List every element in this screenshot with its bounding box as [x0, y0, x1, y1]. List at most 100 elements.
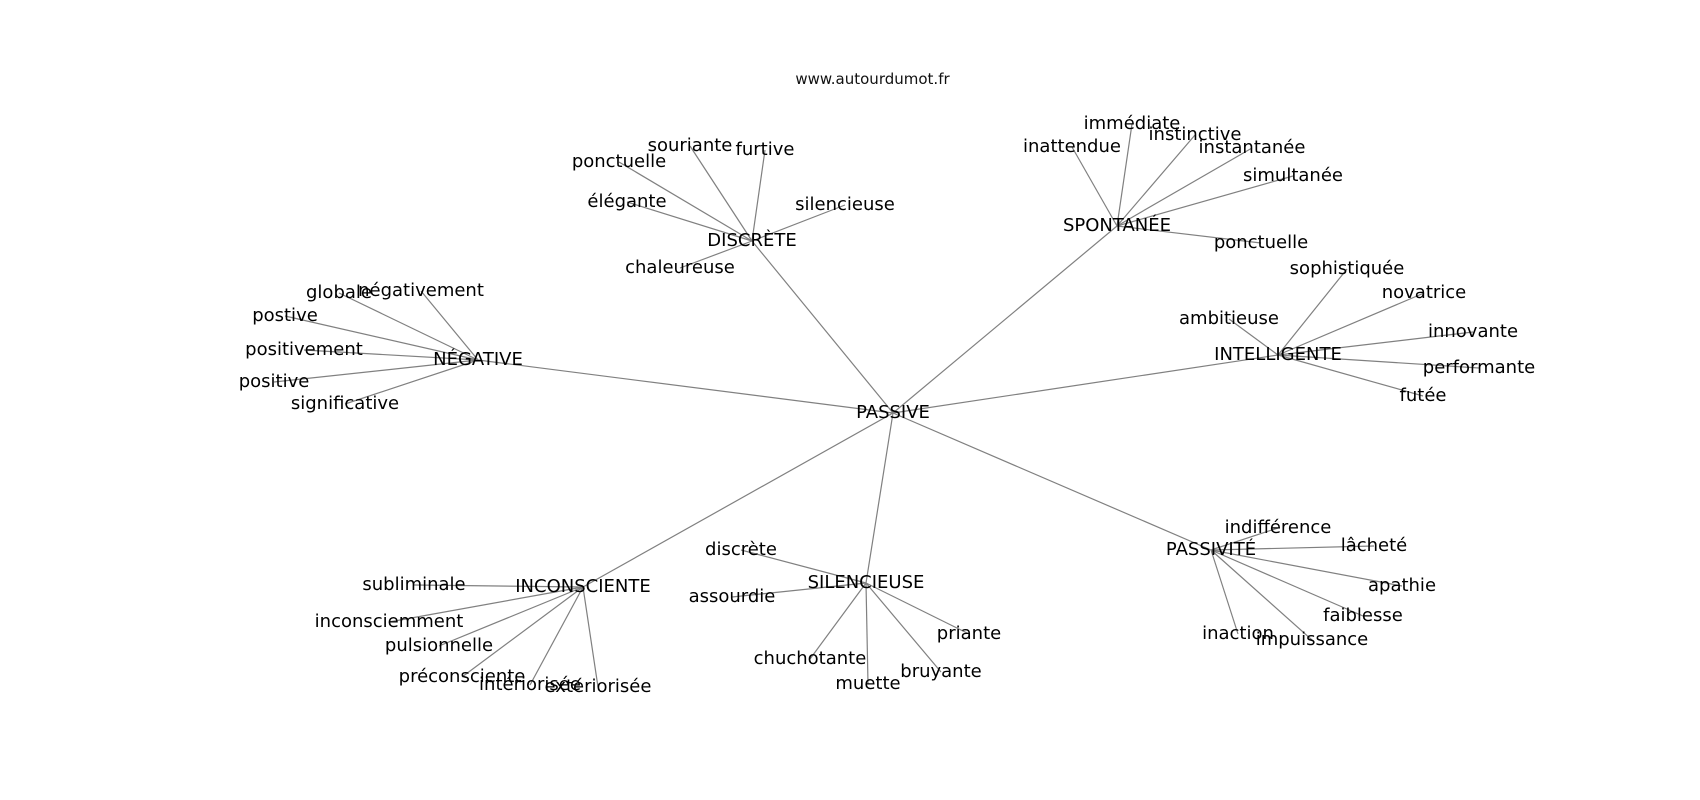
- edge-cluster-to-word: [420, 290, 479, 361]
- edge-cluster-to-word: [1210, 549, 1239, 635]
- word-node-label: subliminale: [362, 574, 465, 595]
- edge-center-to-cluster: [582, 412, 894, 588]
- word-node-label: significative: [291, 393, 399, 414]
- word-node-label: novatrice: [1382, 282, 1467, 303]
- edge-cluster-to-word: [1071, 146, 1118, 227]
- edge-center-to-cluster: [892, 354, 1279, 414]
- edge-cluster-to-word: [1116, 123, 1133, 227]
- edge-cluster-to-word: [344, 359, 479, 405]
- edge-cluster-to-word: [1210, 527, 1279, 551]
- edge-center-to-cluster: [477, 359, 894, 414]
- word-node-label: postive: [252, 305, 318, 326]
- edge-cluster-to-word: [751, 149, 766, 242]
- word-node-label: négativement: [358, 280, 484, 301]
- word-node-label: innovante: [1428, 321, 1518, 342]
- edge-center-to-cluster: [892, 225, 1118, 414]
- edge-cluster-to-word: [1277, 354, 1424, 397]
- word-node-label: performante: [1423, 357, 1535, 378]
- graph-edges: [273, 123, 1480, 688]
- edge-cluster-to-word: [1210, 549, 1403, 587]
- word-node-label: faiblesse: [1323, 605, 1403, 626]
- edge-cluster-to-word: [461, 586, 584, 678]
- cluster-node-label: SPONTANÉE: [1063, 214, 1171, 236]
- edge-cluster-to-word: [731, 582, 867, 598]
- word-node-label: ponctuelle: [572, 151, 666, 172]
- word-node-label: muette: [835, 673, 900, 694]
- edge-cluster-to-word: [413, 584, 584, 588]
- edge-cluster-to-word: [1210, 545, 1375, 551]
- word-node-label: positivement: [245, 339, 363, 360]
- edge-center-to-cluster: [865, 412, 894, 584]
- word-node-label: chuchotante: [754, 648, 867, 669]
- edge-cluster-to-word: [809, 582, 867, 660]
- edge-cluster-to-word: [582, 586, 599, 688]
- word-node-label: immédiate: [1084, 113, 1181, 134]
- edge-cluster-to-word: [740, 549, 867, 584]
- cluster-node-label: DISCRÈTE: [707, 229, 796, 251]
- word-node-label: lâcheté: [1341, 535, 1408, 556]
- edge-cluster-to-word: [1116, 147, 1253, 227]
- word-node-label: instantanée: [1199, 137, 1306, 158]
- edge-cluster-to-word: [626, 201, 753, 242]
- word-node-label: silencieuse: [795, 194, 895, 215]
- cluster-node-label: NÉGATIVE: [433, 348, 523, 370]
- word-node-label: souriante: [648, 135, 733, 156]
- word-node-label: discrète: [705, 539, 777, 560]
- word-node-label: ponctuelle: [1214, 232, 1308, 253]
- word-node-label: impuissance: [1256, 629, 1369, 650]
- word-node-label: extériorisée: [545, 676, 652, 697]
- edge-cluster-to-word: [1210, 549, 1364, 617]
- cluster-node-label: INTELLIGENTE: [1214, 344, 1342, 365]
- word-node-label: globale: [306, 282, 372, 303]
- edge-cluster-to-word: [1228, 318, 1279, 356]
- edge-cluster-to-word: [303, 349, 479, 361]
- word-node-label: positive: [239, 371, 310, 392]
- cluster-node-label: PASSIVITÉ: [1166, 538, 1256, 560]
- edge-cluster-to-word: [865, 582, 869, 685]
- word-node-label: indifférence: [1225, 517, 1332, 538]
- edge-cluster-to-word: [388, 586, 584, 623]
- edge-cluster-to-word: [1277, 268, 1348, 356]
- edge-cluster-to-word: [865, 582, 942, 673]
- word-node-label: inattendue: [1023, 136, 1121, 157]
- center-node-label: PASSIVE: [856, 402, 930, 423]
- word-node-label: sophistiquée: [1290, 258, 1405, 279]
- word-node-label: assourdie: [689, 586, 776, 607]
- word-node-label: simultanée: [1243, 165, 1343, 186]
- edge-cluster-to-word: [1116, 134, 1196, 227]
- edge-cluster-to-word: [618, 161, 753, 242]
- edge-cluster-to-word: [1277, 331, 1474, 356]
- word-node-label: pulsionnelle: [385, 635, 493, 656]
- edge-cluster-to-word: [284, 315, 479, 361]
- word-node-label: inconsciemment: [315, 611, 464, 632]
- edge-center-to-cluster: [751, 240, 894, 414]
- edge-cluster-to-word: [1277, 292, 1425, 356]
- word-node-label: chaleureuse: [625, 257, 735, 278]
- word-node-label: apathie: [1368, 575, 1436, 596]
- word-node-label: furtive: [736, 139, 795, 160]
- source-watermark: www.autourdumot.fr: [795, 70, 950, 88]
- edge-center-to-cluster: [892, 412, 1212, 551]
- edge-cluster-to-word: [751, 204, 846, 242]
- edge-cluster-to-word: [438, 586, 584, 647]
- edge-cluster-to-word: [338, 292, 479, 361]
- word-node-label: priante: [937, 623, 1001, 644]
- cluster-node-label: INCONSCIENTE: [515, 576, 650, 597]
- word-node-label: préconsciente: [399, 666, 526, 687]
- edge-cluster-to-word: [273, 359, 479, 383]
- edge-cluster-to-word: [529, 586, 584, 686]
- word-node-label: élégante: [587, 191, 666, 212]
- word-node-label: ambitieuse: [1179, 308, 1279, 329]
- edge-cluster-to-word: [689, 145, 753, 242]
- word-node-label: inaction: [1202, 623, 1274, 644]
- edge-cluster-to-word: [1210, 549, 1313, 641]
- edge-cluster-to-word: [1116, 175, 1294, 227]
- edge-cluster-to-word: [679, 240, 753, 269]
- word-node-label: bruyante: [900, 661, 981, 682]
- word-node-label: futée: [1400, 385, 1447, 406]
- edge-cluster-to-word: [865, 582, 970, 635]
- cluster-node-label: SILENCIEUSE: [808, 572, 925, 593]
- word-node-label: intériorisée: [479, 674, 581, 695]
